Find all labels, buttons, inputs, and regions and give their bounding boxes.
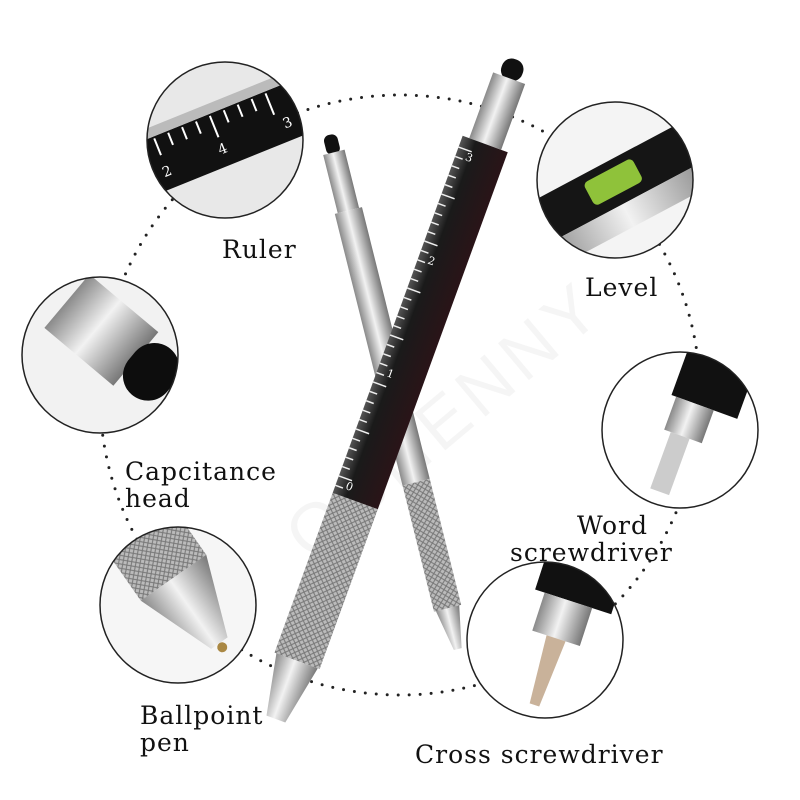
ruler-tick xyxy=(389,334,404,341)
ruler-tick xyxy=(434,212,443,217)
label-line: Ballpoint xyxy=(140,701,264,730)
label-line: pen xyxy=(140,728,190,757)
ruler-tick xyxy=(454,155,463,160)
ruler-tick xyxy=(345,456,354,461)
ruler-number: 2 xyxy=(426,254,437,269)
ruler-tick xyxy=(400,306,409,311)
ruler-tick xyxy=(365,400,374,405)
ruler-number: 1 xyxy=(385,367,396,382)
ballpoint-detail xyxy=(99,526,257,684)
ruler-tick xyxy=(424,240,438,247)
ruler-tick xyxy=(335,484,344,489)
ruler-tick xyxy=(444,183,453,189)
ruler-tick xyxy=(413,268,422,273)
label-line: head xyxy=(125,484,191,513)
ruler-number: 3 xyxy=(463,150,474,165)
ruler-detail: 4 3 2 xyxy=(146,61,304,219)
label-ruler: Ruler xyxy=(222,235,297,264)
label-level: Level xyxy=(585,273,659,302)
ruler-tick xyxy=(386,343,395,348)
ruler-tick xyxy=(369,390,378,395)
ruler-tick xyxy=(437,202,446,207)
ruler-tick xyxy=(410,277,419,283)
ruler-tick xyxy=(342,465,351,470)
ruler-tick xyxy=(458,146,472,153)
ruler-tick xyxy=(403,296,412,301)
label-line: screwdriver xyxy=(510,538,673,567)
ruler-tick xyxy=(451,165,460,170)
ruler-tick xyxy=(379,362,388,367)
ruler-tick xyxy=(393,324,402,330)
ruler-tick xyxy=(355,428,370,435)
ruler-tick xyxy=(362,409,371,414)
ruler-tick xyxy=(352,437,361,442)
word-screwdriver-detail xyxy=(601,351,759,509)
ruler-tick xyxy=(420,249,429,254)
black-pen: 3 2 1 0 xyxy=(266,58,526,723)
ruler-tick xyxy=(441,193,455,200)
ruler-tick xyxy=(427,230,436,236)
ruler-tick xyxy=(430,221,439,226)
ruler-tick xyxy=(406,287,421,294)
label-cross-screwdriver: Cross screwdriver xyxy=(415,740,664,769)
cross-screwdriver-detail xyxy=(466,561,624,719)
ruler-tick xyxy=(383,353,392,358)
label-line: Word xyxy=(576,511,648,540)
capacitance-detail xyxy=(21,276,179,434)
level-detail xyxy=(536,101,694,259)
ruler-tick xyxy=(359,418,368,423)
ruler-tick xyxy=(376,371,385,377)
ruler-tick xyxy=(372,381,387,388)
label-line: Capcitance xyxy=(125,457,277,486)
ruler-tick xyxy=(417,259,426,264)
ruler-number: 0 xyxy=(344,479,355,494)
ruler-tick xyxy=(396,315,405,320)
ruler-tick xyxy=(348,447,357,452)
ruler-tick xyxy=(448,174,457,179)
ruler-tick xyxy=(338,475,353,482)
